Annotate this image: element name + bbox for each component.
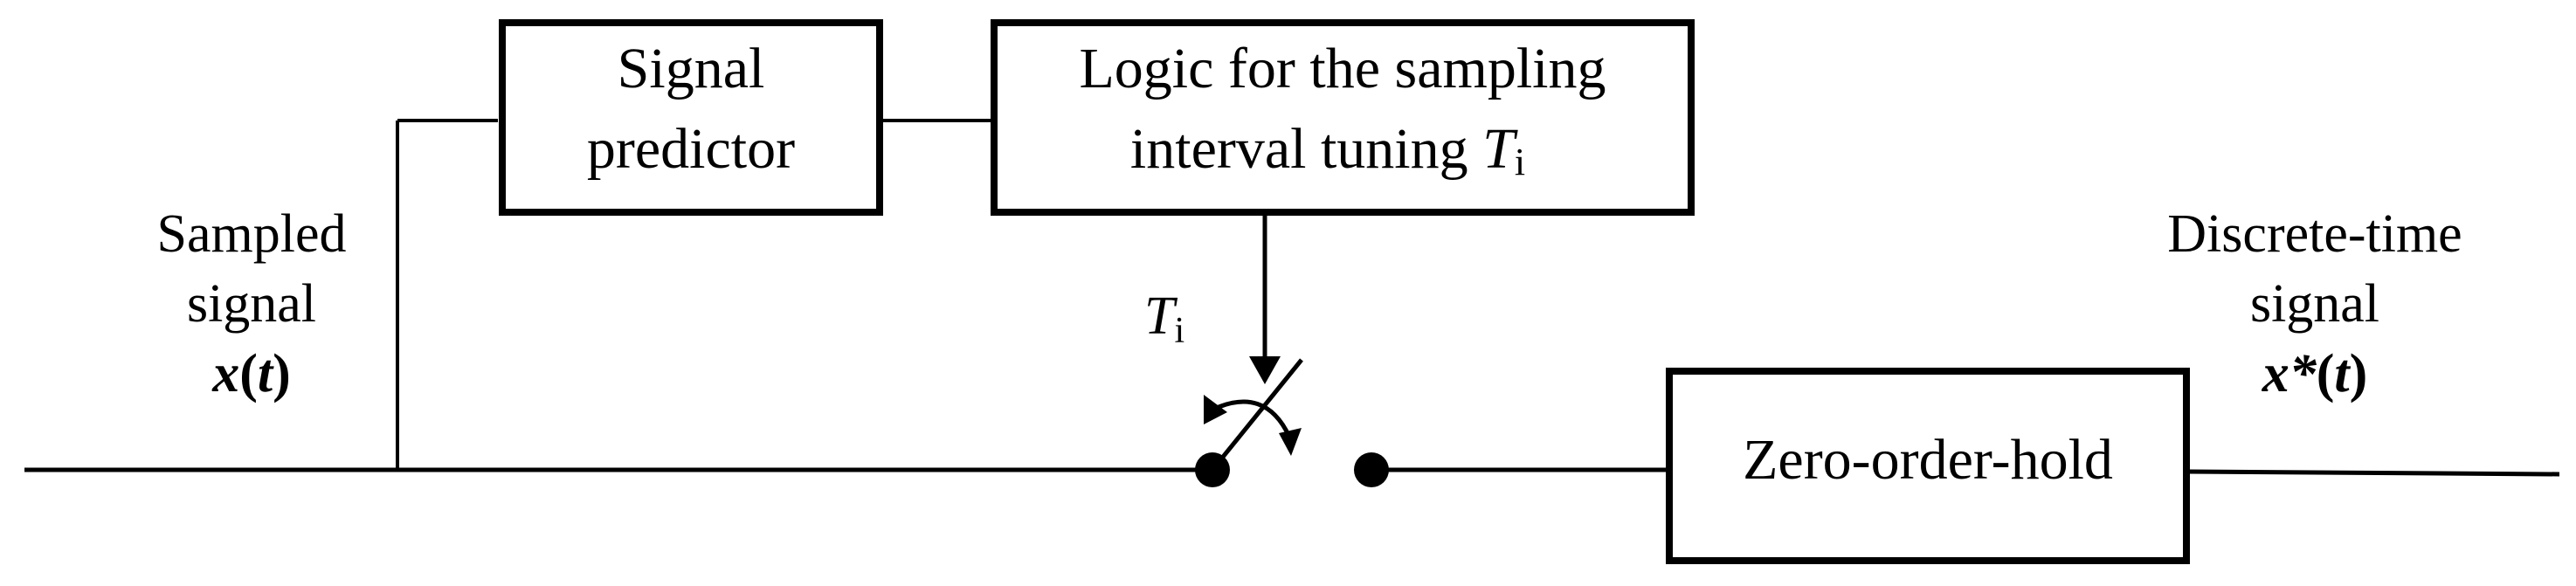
zero-order-hold-block <box>1666 368 2190 564</box>
rotation-arrowhead-left <box>1204 395 1227 424</box>
zero-order-hold-label: Zero-order-hold <box>1743 428 2113 492</box>
logic-block <box>991 19 1695 216</box>
input-label-line1: Sampled <box>157 204 347 264</box>
input-label-line2: signal <box>187 274 316 334</box>
signal-predictor-block <box>499 19 883 216</box>
signal-predictor-label-line1: Signal <box>618 37 765 100</box>
switch-period-label: Ti <box>1144 286 1184 351</box>
input-label-line3: x(t) <box>211 344 291 403</box>
signal-predictor-label-line2: predictor <box>587 117 795 181</box>
output-label-line1: Discrete-time <box>2167 204 2462 264</box>
control-arrowhead <box>1249 356 1281 384</box>
output-label-line3: x*(t) <box>2262 344 2368 403</box>
output-signal-line <box>2187 469 2560 477</box>
switch-rotation-arc <box>1209 399 1292 438</box>
switch-blade <box>1211 358 1303 472</box>
logic-block-label-line1: Logic for the sampling <box>1079 37 1606 100</box>
output-label-line2: signal <box>2250 274 2379 334</box>
rotation-arrowhead-right <box>1279 428 1302 456</box>
switch-right-contact <box>1354 452 1389 487</box>
logic-block-label-line2: interval tuning Ti <box>1130 117 1525 183</box>
